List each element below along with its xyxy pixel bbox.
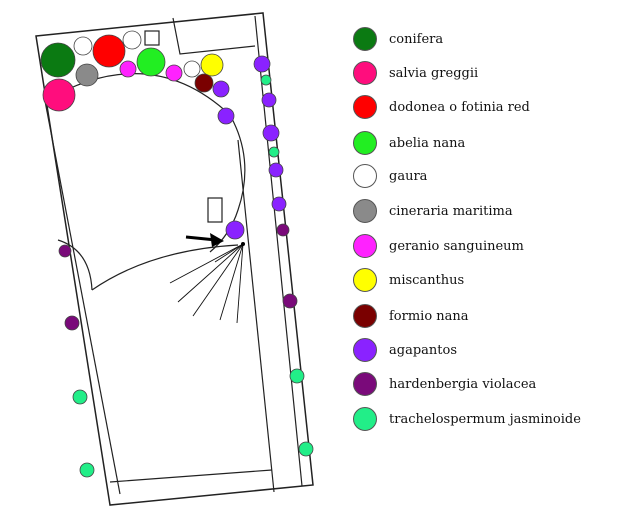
plant-agapantos <box>253 55 271 73</box>
legend-label: agapantos <box>389 342 457 358</box>
legend-item-conifera: conifera <box>353 25 443 53</box>
legend-label: geranio sanguineum <box>389 238 524 254</box>
bottom-inner-line <box>109 469 273 483</box>
plant-conifera <box>40 42 76 78</box>
legend-label: hardenbergia violacea <box>389 376 537 392</box>
legend-label: miscanthus <box>389 272 465 288</box>
lower-lawn-arc <box>91 244 239 291</box>
conifera-swatch <box>353 27 377 51</box>
legend-label: gaura <box>389 168 428 184</box>
plant-agapantos <box>217 107 235 125</box>
plant-agapantos <box>225 220 245 240</box>
plant-agapantos <box>262 124 280 142</box>
legend-label: conifera <box>389 31 444 47</box>
right-inner-line <box>237 139 275 493</box>
plant-trachelospermum <box>72 389 88 405</box>
plant-agapantos <box>268 162 284 178</box>
legend-item-geranio: geranio sanguineum <box>353 232 524 260</box>
legend-label: salvia greggii <box>389 65 479 81</box>
plants <box>40 30 314 478</box>
plant-gaura <box>183 60 201 78</box>
legend-label: abelia nana <box>389 135 466 151</box>
plant-agapantos <box>271 196 287 212</box>
upper-lawn-arc <box>44 73 246 253</box>
legend-item-agapantos: agapantos <box>353 336 457 364</box>
miscanthus-swatch <box>353 268 377 292</box>
plant-trachelospermum <box>298 441 314 457</box>
sprinkler-rays <box>169 243 244 324</box>
plant-trachelospermum <box>79 462 95 478</box>
legend-label: trachelospermum jasminoide <box>389 411 581 427</box>
garden-plan <box>35 12 314 506</box>
right-strip-line <box>254 15 303 487</box>
plant-cineraria <box>75 63 99 87</box>
plant-salvia <box>42 78 76 112</box>
legend-item-hardenbergia: hardenbergia violacea <box>353 370 536 398</box>
plant-geranio <box>165 64 183 82</box>
plant-agapantos <box>212 80 230 98</box>
sprinkler-head <box>241 242 245 246</box>
lower-left-curve <box>57 239 93 291</box>
formio-swatch <box>353 304 377 328</box>
trachelospermum-swatch <box>353 407 377 431</box>
plant-formio <box>194 73 214 93</box>
plant-miscanthus <box>200 53 224 77</box>
legend-item-cineraria: cineraria maritima <box>353 197 513 225</box>
garden-outline <box>35 12 314 506</box>
cineraria-swatch <box>353 199 377 223</box>
arrow-head <box>210 233 224 247</box>
plant-trachelospermum <box>289 368 305 384</box>
plant-trachelospermum <box>260 74 272 86</box>
plant-geranio <box>119 60 137 78</box>
plant-gaura <box>122 30 142 50</box>
legend-label: formio nana <box>389 308 469 324</box>
legend-item-miscanthus: miscanthus <box>353 266 464 294</box>
legend-item-dodonea: dodonea o fotinia red <box>353 93 530 121</box>
small-structure <box>207 197 223 223</box>
legend-item-abelia: abelia nana <box>353 129 465 157</box>
plant-gaura <box>73 36 93 56</box>
legend-item-salvia: salvia greggii <box>353 59 478 87</box>
top-structure <box>144 30 160 46</box>
plant-dodonea <box>92 34 126 68</box>
abelia-swatch <box>353 131 377 155</box>
plant-hardenbergia <box>276 223 290 237</box>
legend-item-formio: formio nana <box>353 302 469 330</box>
plant-hardenbergia <box>64 315 80 331</box>
salvia-swatch <box>353 61 377 85</box>
plant-agapantos <box>261 92 277 108</box>
geranio-swatch <box>353 234 377 258</box>
legend-item-gaura: gaura <box>353 162 427 190</box>
legend-label: dodonea o fotinia red <box>389 99 530 115</box>
plant-trachelospermum <box>268 146 280 158</box>
plant-hardenbergia <box>58 244 72 258</box>
plant-hardenbergia <box>282 293 298 309</box>
plant-abelia <box>136 47 166 77</box>
left-inner-line <box>44 100 121 495</box>
legend-item-trachelospermum: trachelospermum jasminoide <box>353 405 581 433</box>
legend-label: cineraria maritima <box>389 203 513 219</box>
agapantos-swatch <box>353 338 377 362</box>
top-notch <box>172 17 256 55</box>
hardenbergia-swatch <box>353 372 377 396</box>
gaura-swatch <box>353 164 377 188</box>
dodonea-swatch <box>353 95 377 119</box>
